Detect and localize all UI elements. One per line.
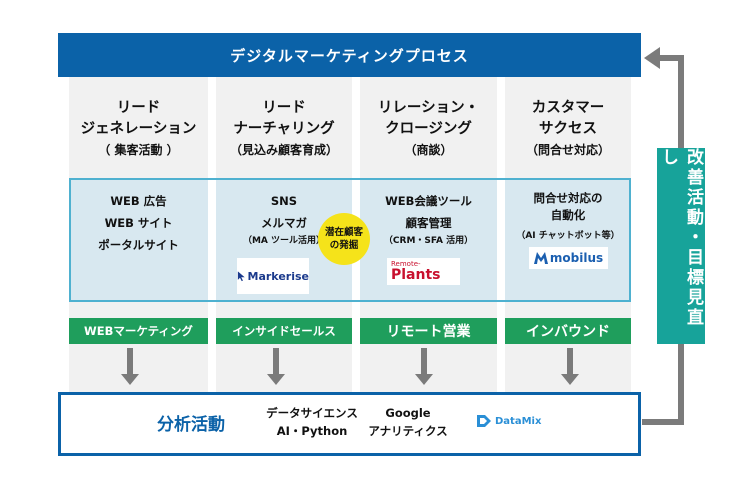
- column-subtitle: （ 集客活動 ）: [98, 143, 179, 157]
- down-arrow-icon: [121, 348, 139, 385]
- remote-plants-logo: Remote- Plants: [387, 258, 460, 285]
- team-label-text: リモート営業: [386, 324, 471, 340]
- column-title-line: リード: [262, 100, 306, 116]
- bubble-line: の発掘: [329, 240, 359, 251]
- column-title-block: リード ナーチャリング （見込み顧客育成）: [216, 98, 352, 159]
- tool-item: WEB 広告: [110, 194, 167, 208]
- tool-item: 自動化: [550, 208, 586, 222]
- analysis-item: アナリティクス: [368, 424, 448, 438]
- analysis-box: [58, 392, 641, 456]
- bubble-line: 潜在顧客: [324, 227, 363, 238]
- tools-list: WEB会議ツール 顧客管理 （CRM・SFA 活用）: [360, 190, 497, 248]
- column-subtitle: （見込み顧客育成）: [229, 143, 338, 157]
- analysis-title: 分析活動: [157, 415, 225, 435]
- improvement-label: 改善活動・目標見直し: [658, 148, 703, 328]
- band-divider: [208, 180, 216, 300]
- team-label-web-marketing: WEBマーケティング: [69, 318, 208, 344]
- column-title-line: ジェネレーション: [80, 121, 197, 137]
- tools-list: 問合せ対応の 自動化 （AI チャットボット等）: [505, 190, 631, 243]
- down-arrow-icon: [267, 348, 285, 385]
- column-title-block: リレーション・ クロージング （商談）: [360, 98, 497, 159]
- tool-item: 顧客管理: [405, 216, 452, 230]
- datamix-logo-text: DataMix: [495, 415, 542, 427]
- team-label-remote-sales: リモート営業: [360, 318, 497, 344]
- tool-item: WEB会議ツール: [385, 194, 472, 208]
- column-title-block: リード ジェネレーション （ 集客活動 ）: [69, 98, 208, 159]
- markerise-arrow-icon: [237, 271, 245, 282]
- column-title-line: リード: [116, 100, 161, 116]
- remote-plants-logo-text: Plants: [391, 267, 441, 283]
- column-title-line: サクセス: [539, 121, 597, 137]
- tool-note: （CRM・SFA 活用）: [383, 236, 474, 246]
- datamix-icon: [477, 415, 491, 427]
- markerise-logo-text: Markerise: [247, 269, 309, 283]
- remote-plants-logo-top: Remote-: [391, 260, 421, 268]
- column-title-line: ナーチャリング: [233, 121, 335, 137]
- tools-list: WEB 広告 WEB サイト ポータルサイト: [69, 190, 208, 256]
- column-title-line: クロージング: [385, 121, 472, 137]
- analysis-item: Google: [385, 406, 431, 420]
- datamix-logo: DataMix: [476, 413, 541, 429]
- column-title-block: カスタマー サクセス （問合せ対応）: [505, 98, 631, 159]
- team-label-text: WEBマーケティング: [84, 324, 193, 338]
- band-divider: [497, 180, 505, 300]
- process-title: デジタルマーケティングプロセス: [230, 46, 469, 65]
- analysis-group-data-science: データサイエンス AI・Python: [262, 404, 362, 440]
- column-title-line: カスタマー: [531, 100, 605, 116]
- team-label-inside-sales: インサイドセールス: [216, 318, 352, 344]
- tool-item: メルマガ: [261, 216, 307, 230]
- down-arrow-icon: [561, 348, 579, 385]
- improvement-box: 改善活動・目標見直し: [657, 148, 705, 344]
- analysis-item: AI・Python: [276, 424, 348, 438]
- analysis-item: データサイエンス: [266, 406, 358, 420]
- mobilus-logo: mobilus: [529, 247, 608, 269]
- column-subtitle: （問合せ対応）: [525, 143, 610, 157]
- tool-note: （MA ツール活用）: [242, 236, 326, 246]
- potential-customer-bubble: 潜在顧客 の発掘: [318, 213, 370, 265]
- markerise-logo: Markerise: [237, 258, 309, 294]
- column-title-line: リレーション・: [377, 100, 480, 116]
- mobilus-m-icon: [533, 252, 548, 264]
- team-label-inbound: インバウンド: [505, 318, 631, 344]
- team-label-text: インサイドセールス: [232, 324, 336, 338]
- tool-item: SNS: [270, 194, 298, 208]
- process-header: デジタルマーケティングプロセス: [58, 33, 641, 77]
- tools-list: SNS メルマガ （MA ツール活用）: [216, 190, 352, 248]
- down-arrow-icon: [415, 348, 433, 385]
- tool-note: （AI チャットボット等）: [516, 231, 620, 241]
- tool-item: ポータルサイト: [98, 238, 179, 252]
- tool-item: 問合せ対応の: [533, 191, 603, 205]
- column-subtitle: （商談）: [404, 143, 453, 157]
- team-label-text: インバウンド: [526, 324, 610, 340]
- tool-item: WEB サイト: [104, 216, 173, 230]
- analysis-group-google-analytics: Google アナリティクス: [363, 404, 453, 440]
- mobilus-logo-text: mobilus: [549, 251, 604, 265]
